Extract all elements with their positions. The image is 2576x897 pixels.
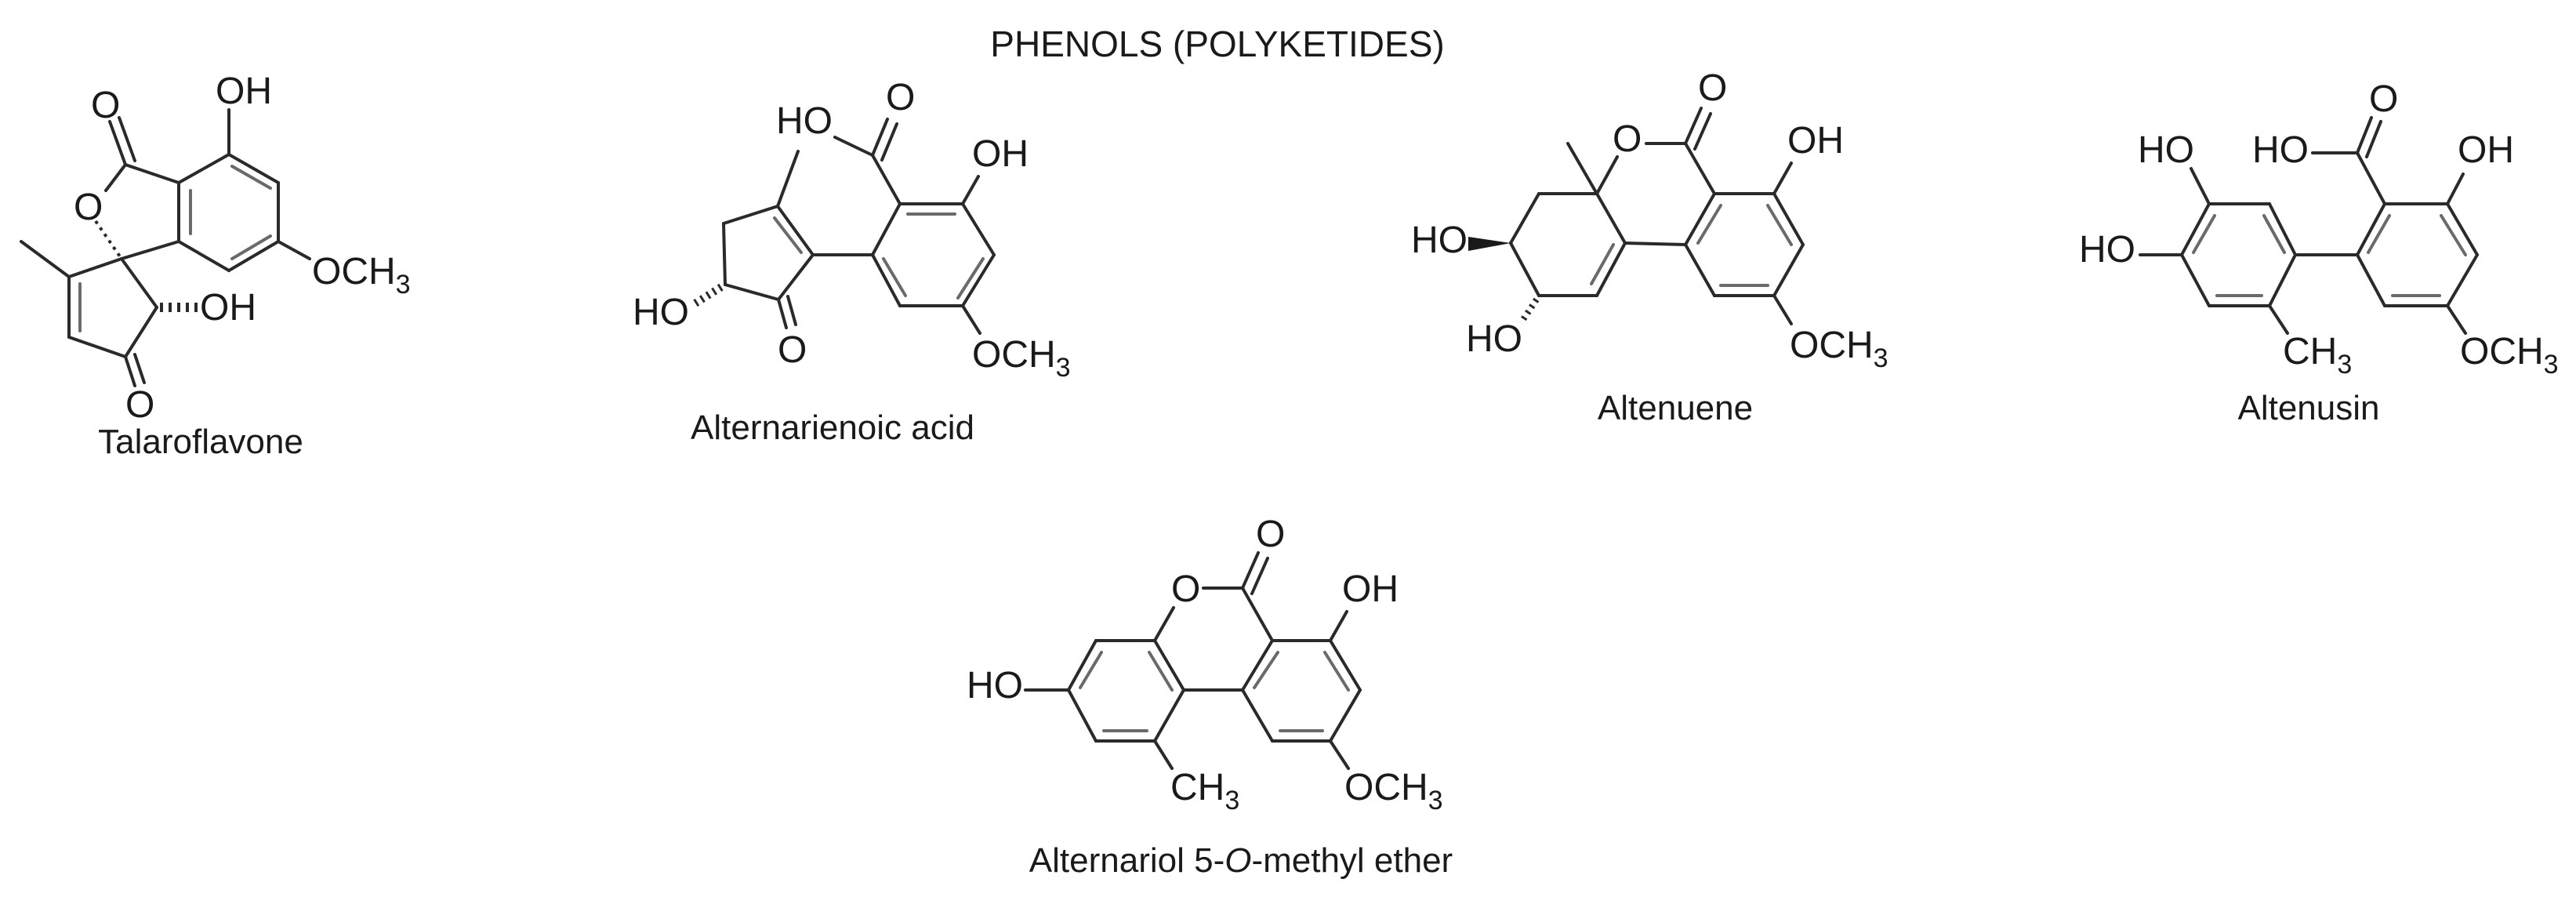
atom-label: HO: [776, 100, 833, 142]
atom-label: O: [1698, 67, 1727, 109]
atom-label: OCH3: [972, 334, 1071, 383]
compound-name: Talaroflavone: [98, 423, 303, 461]
compound-name: Alternariol 5-O-methyl ether: [1029, 841, 1453, 880]
atom-label: HO: [633, 292, 689, 333]
atom-label: HO: [1411, 220, 1468, 261]
compound-name: Altenuene: [1598, 389, 1753, 427]
atom-label: HO: [1466, 318, 1522, 360]
atom-label: OH: [1342, 568, 1399, 610]
atom-label: OH: [2458, 129, 2514, 171]
atom-label: O: [886, 77, 915, 118]
atom-label: OH: [200, 287, 256, 329]
atom-label: O: [1256, 514, 1285, 555]
atom-label: HO: [2138, 129, 2194, 171]
figure-title: PHENOLS (POLYKETIDES): [990, 24, 1444, 64]
compound-alternariol-5-o-methyl-ether: HO CH3 O O OH OCH3 Alternariol 5-O-methy…: [967, 514, 1453, 880]
atom-label: CH3: [1170, 767, 1239, 815]
atom-label: HO: [2079, 229, 2135, 271]
atom-label: O: [74, 187, 103, 228]
atom-label: OCH3: [2460, 331, 2559, 380]
atom-label: OH: [972, 133, 1029, 175]
atom-label: O: [778, 329, 807, 371]
compound-name: Alternarienoic acid: [691, 409, 974, 447]
compound-talaroflavone: OH OCH3 O O O OH Talaroflavone: [20, 71, 411, 461]
atom-label: OCH3: [312, 251, 411, 300]
compound-alternarienoic-acid: HO O OH OCH3 O HO Alternarienoic acid: [633, 77, 1071, 447]
atom-label: O: [2369, 78, 2398, 120]
atom-label: CH3: [2283, 331, 2352, 380]
atom-label: OH: [216, 71, 272, 112]
atom-label: OCH3: [1790, 325, 1888, 373]
atom-label: HO: [2252, 129, 2309, 171]
atom-label: O: [1171, 568, 1200, 610]
atom-label: O: [1613, 118, 1642, 160]
compound-name: Altenusin: [2237, 389, 2379, 427]
atom-label: O: [91, 85, 120, 126]
atom-label: OH: [1787, 120, 1844, 162]
compound-altenuene: OH OCH3 O O HO HO Altenuene: [1411, 67, 1888, 427]
wedge-bond: [1468, 237, 1511, 251]
atom-label: O: [125, 384, 154, 426]
compound-altenusin: HO HO CH3 HO O OH OCH3 Altenusin: [2079, 78, 2559, 427]
atom-label: HO: [967, 665, 1023, 706]
atom-label: OCH3: [1344, 767, 1443, 815]
